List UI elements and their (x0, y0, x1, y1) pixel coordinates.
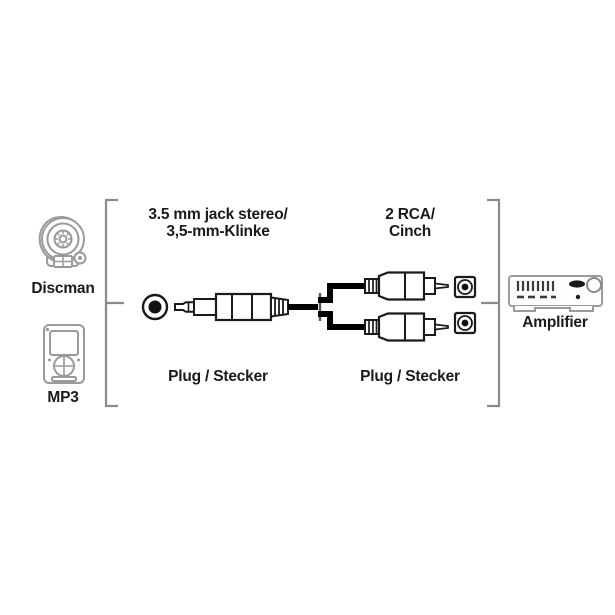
mp3-player-icon (43, 324, 85, 384)
rca-socket-upper-icon (453, 275, 477, 299)
rca-plug-upper (364, 271, 449, 301)
label-amplifier: Amplifier (522, 314, 588, 331)
label-discman: Discman (31, 280, 95, 297)
amplifier-sliders (516, 281, 555, 291)
rca-socket-lower-icon (453, 311, 477, 335)
left-bracket (104, 198, 124, 408)
label-plug-right: Plug / Stecker (360, 368, 460, 385)
amplifier-icon (508, 275, 603, 312)
amplifier-led (575, 294, 581, 300)
cable (288, 283, 368, 330)
discman-icon (38, 216, 87, 268)
label-plug-left: Plug / Stecker (168, 368, 268, 385)
jack-socket-icon (141, 293, 169, 321)
amplifier-display (569, 280, 585, 288)
label-mp3: MP3 (47, 389, 79, 406)
right-bracket (481, 198, 501, 408)
amplifier-knob (586, 277, 602, 293)
rca-plug-lower (364, 312, 449, 342)
jack-plug-35mm (174, 292, 289, 322)
label-rca-cinch: 2 RCA/ Cinch (385, 206, 435, 241)
label-jack-stereo: 3.5 mm jack stereo/ 3,5-mm-Klinke (148, 206, 288, 241)
